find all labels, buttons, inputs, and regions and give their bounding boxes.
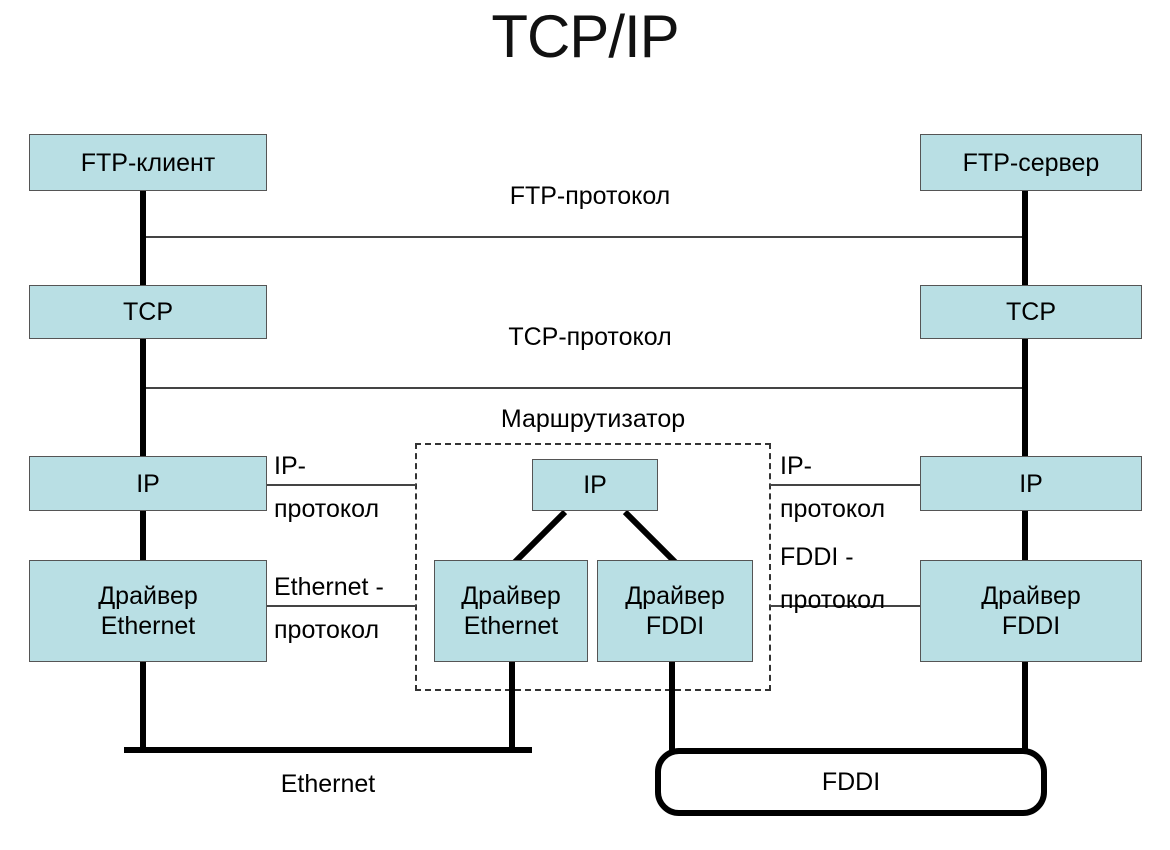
ftp-protocol-line <box>145 236 1027 238</box>
label-ip-protocol-right-line2: протокол <box>780 495 886 523</box>
ip-protocol-right-line <box>770 484 922 486</box>
node-left-driver-ethernet[interactable]: Драйвер Ethernet <box>29 560 267 662</box>
link-right-driver-to-fddi <box>1022 660 1028 752</box>
node-ftp-server-label: FTP-сервер <box>962 148 1100 177</box>
link-left-driver-to-ethernet <box>140 660 146 750</box>
label-ethernet-protocol-line2: протокол <box>274 616 380 644</box>
node-left-ip-label: IP <box>136 469 160 498</box>
link-router-driver-fddi-to-ring <box>669 660 675 752</box>
ethernet-protocol-line <box>267 605 416 607</box>
link-right-tcp-to-ip <box>1022 337 1028 458</box>
label-ip-protocol-left-line1: IP- <box>274 452 306 480</box>
node-router-driver-ethernet-label-line2: Ethernet <box>463 612 559 640</box>
node-left-driver-ethernet-label-line2: Ethernet <box>100 612 196 640</box>
label-tcp-protocol: TCP-протокол <box>508 323 672 351</box>
node-router-ip[interactable]: IP <box>532 459 658 511</box>
node-right-driver-fddi-label-line2: FDDI <box>1001 612 1061 640</box>
link-right-ftp-to-tcp <box>1022 188 1028 288</box>
node-ftp-client[interactable]: FTP-клиент <box>29 134 267 191</box>
node-left-driver-ethernet-label-line1: Драйвер <box>98 582 198 610</box>
node-right-driver-fddi-label-line1: Драйвер <box>981 582 1081 610</box>
router-boundary <box>415 443 771 691</box>
label-fddi-protocol-line1: FDDI - <box>780 543 854 571</box>
node-right-tcp[interactable]: TCP <box>920 285 1142 339</box>
link-left-ip-to-driver <box>140 510 146 562</box>
tcp-protocol-line <box>145 387 1027 389</box>
ethernet-network-label: Ethernet <box>280 770 376 798</box>
node-router-driver-fddi-label-line2: FDDI <box>645 612 705 640</box>
fddi-ring: FDDI <box>655 748 1047 816</box>
page-title: TCP/IP <box>491 3 679 70</box>
node-router-driver-fddi-label-line1: Драйвер <box>625 582 725 610</box>
ethernet-bus <box>124 747 532 753</box>
link-right-ip-to-driver <box>1022 510 1028 562</box>
node-right-ip[interactable]: IP <box>920 456 1142 511</box>
label-ethernet-protocol-line1: Ethernet - <box>274 573 384 601</box>
node-left-tcp-label: TCP <box>123 298 173 326</box>
node-ftp-server[interactable]: FTP-сервер <box>920 134 1142 191</box>
link-left-ftp-to-tcp <box>140 188 146 288</box>
router-title: Маршрутизатор <box>500 405 686 433</box>
label-ip-protocol-left-line2: протокол <box>274 495 380 523</box>
node-right-driver-fddi[interactable]: Драйвер FDDI <box>920 560 1142 662</box>
node-router-driver-ethernet[interactable]: Драйвер Ethernet <box>434 560 588 662</box>
fddi-protocol-line <box>770 605 922 607</box>
label-ftp-protocol: FTP-протокол <box>509 182 671 210</box>
node-left-tcp[interactable]: TCP <box>29 285 267 339</box>
node-router-ip-label: IP <box>583 471 607 499</box>
node-left-ip[interactable]: IP <box>29 456 267 511</box>
node-right-ip-label: IP <box>1019 469 1043 498</box>
node-right-tcp-label: TCP <box>1006 298 1056 326</box>
node-ftp-client-label: FTP-клиент <box>80 148 216 177</box>
node-router-driver-ethernet-label-line1: Драйвер <box>461 582 561 610</box>
label-ip-protocol-right-line1: IP- <box>780 452 812 480</box>
node-router-driver-fddi[interactable]: Драйвер FDDI <box>597 560 753 662</box>
link-router-driver-ethernet-to-bus <box>509 660 515 750</box>
label-fddi-protocol-line2: протокол <box>780 586 886 614</box>
fddi-network-label: FDDI <box>821 767 881 796</box>
link-left-tcp-to-ip <box>140 337 146 458</box>
ip-protocol-left-line <box>267 484 416 486</box>
